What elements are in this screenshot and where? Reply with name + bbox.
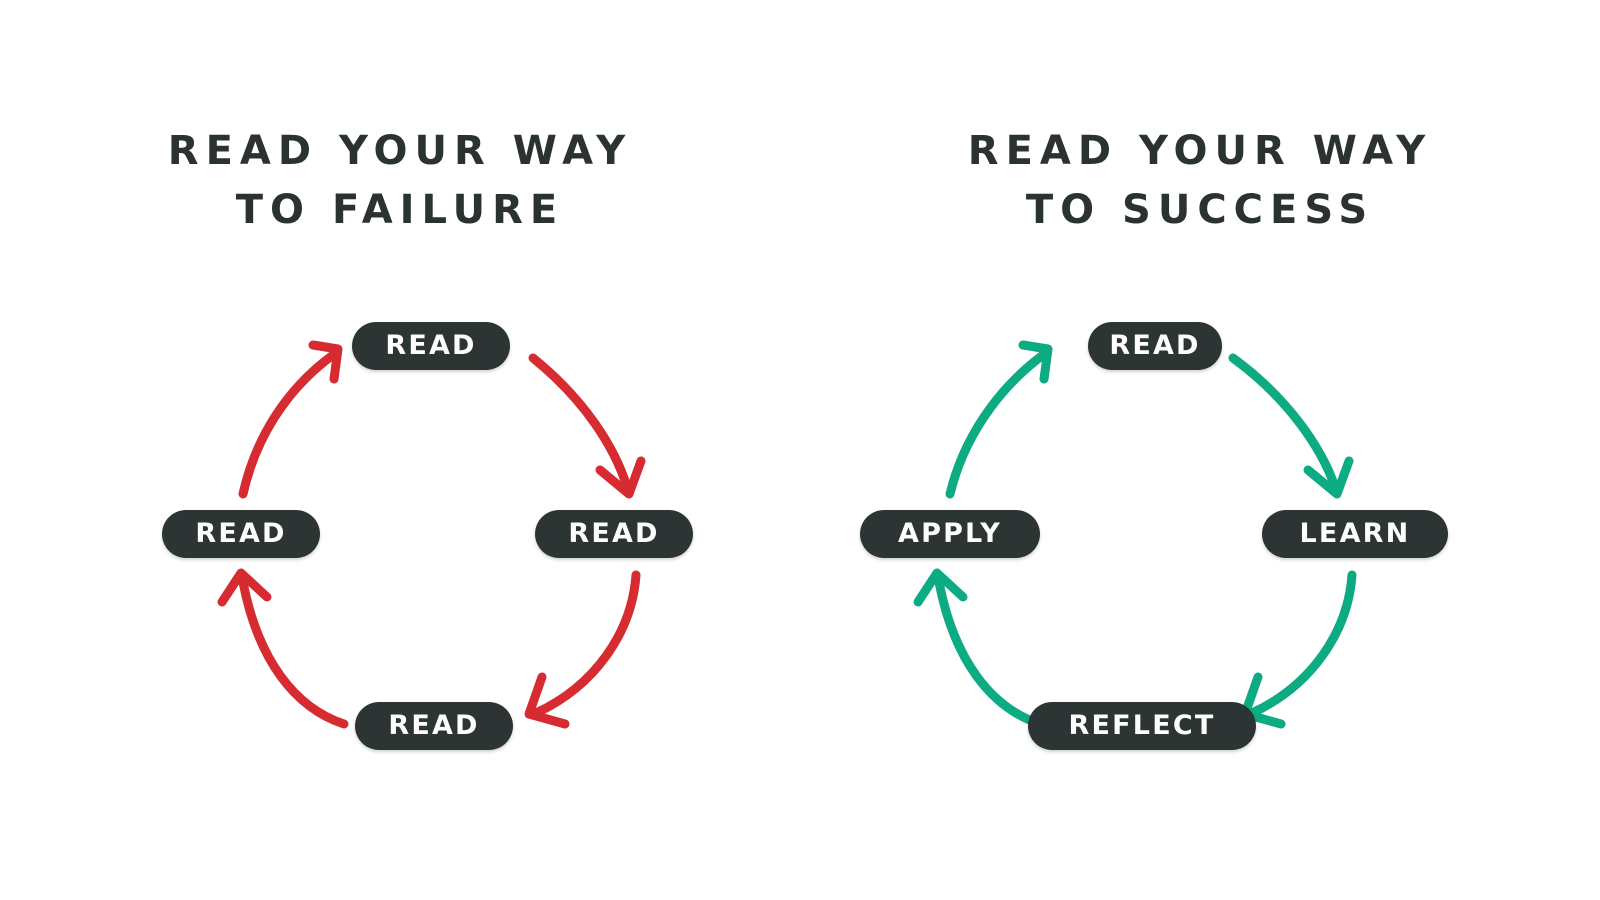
arrow-right-to-bottom	[524, 570, 641, 729]
node-label: REFLECT	[1068, 709, 1216, 741]
node-read-right[interactable]: READ	[535, 510, 693, 558]
arrow-top-to-right	[528, 353, 646, 499]
arrow-learn-to-reflect	[1240, 570, 1357, 729]
node-apply[interactable]: APPLY	[860, 510, 1040, 558]
node-label: READ	[385, 329, 477, 361]
node-read-top[interactable]: READ	[352, 322, 510, 370]
panel-failure: READ YOUR WAY TO FAILURE	[162, 128, 693, 750]
node-label: READ	[195, 517, 287, 549]
success-arrows	[913, 340, 1357, 729]
node-read-left[interactable]: READ	[162, 510, 320, 558]
arrow-apply-to-read	[945, 340, 1053, 499]
success-cycle: READ LEARN REFLECT APPLY	[800, 0, 1600, 900]
node-read-bottom[interactable]: READ	[355, 702, 513, 750]
node-reflect[interactable]: REFLECT	[1028, 702, 1256, 750]
node-read[interactable]: READ	[1088, 322, 1222, 370]
node-label: READ	[568, 517, 660, 549]
arrow-read-to-learn	[1228, 353, 1354, 499]
node-learn[interactable]: LEARN	[1262, 510, 1448, 558]
node-label: LEARN	[1299, 517, 1411, 549]
node-label: READ	[1109, 329, 1201, 361]
panel-success: READ YOUR WAY TO SUCCESS	[800, 0, 1600, 900]
arrow-reflect-to-apply	[913, 568, 1045, 729]
node-label: READ	[388, 709, 480, 741]
failure-cycle: READ READ READ READ	[162, 322, 693, 750]
failure-arrows	[217, 340, 646, 729]
arrow-bottom-to-left	[217, 568, 349, 729]
panel-success-title: READ YOUR WAY TO SUCCESS	[967, 128, 1433, 233]
arrow-left-to-top	[238, 340, 343, 499]
panel-failure-title: READ YOUR WAY TO FAILURE	[167, 128, 633, 233]
node-label: APPLY	[897, 517, 1003, 549]
